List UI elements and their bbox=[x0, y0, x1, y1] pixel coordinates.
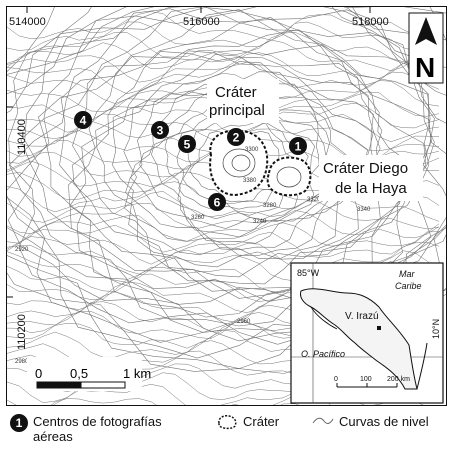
inset-scale-1: 100 bbox=[360, 376, 372, 383]
contour-label: 3280 bbox=[263, 203, 277, 209]
legend-photo-centers: 1 Centros de fotografías aéreas bbox=[10, 414, 162, 444]
contour-line bbox=[189, 130, 289, 203]
inset-scale-2: 200 km bbox=[387, 376, 410, 383]
contour-line bbox=[7, 52, 440, 83]
contour-line bbox=[7, 200, 440, 235]
grid-ticks bbox=[7, 7, 371, 298]
contour-line bbox=[280, 403, 300, 405]
photo-center-1: 1 bbox=[289, 137, 307, 155]
contour-line bbox=[7, 39, 440, 72]
contour-label: 3260 bbox=[191, 215, 205, 221]
north-label: N bbox=[415, 52, 435, 83]
contour-line bbox=[176, 111, 309, 216]
legend-photo-label-1: Centros de fotografías bbox=[33, 414, 162, 429]
contour-label: 2980 bbox=[15, 359, 29, 365]
svg-text:3: 3 bbox=[157, 124, 164, 138]
svg-text:de la Haya: de la Haya bbox=[335, 180, 407, 197]
contour-label: 2960 bbox=[237, 319, 251, 325]
contour-line bbox=[50, 390, 331, 405]
crater-principal-label: Cráter principal bbox=[207, 79, 279, 123]
svg-text:2: 2 bbox=[233, 131, 240, 145]
contour-label: 3300 bbox=[245, 147, 259, 153]
inset-pacific: O. Pacífico bbox=[301, 349, 345, 359]
contour-line bbox=[81, 50, 381, 278]
contour-label: 2920 bbox=[15, 247, 29, 253]
contour-labels: 3300 3380 3240 3280 3260 3320 3340 2980 … bbox=[15, 147, 371, 365]
legend-contours-label: Curvas de nivel bbox=[339, 414, 429, 429]
contour-line bbox=[7, 71, 440, 104]
scale-tick-2: 1 km bbox=[123, 366, 151, 381]
contour-line bbox=[7, 210, 440, 244]
legend-crater-label: Cráter bbox=[243, 414, 280, 429]
inset-sea-1: Mar bbox=[399, 269, 416, 279]
contour-line bbox=[7, 222, 440, 253]
contour-line bbox=[7, 231, 440, 265]
svg-text:Cráter: Cráter bbox=[215, 84, 257, 101]
legend-photo-label-2: aéreas bbox=[33, 429, 73, 444]
photo-center-3: 3 bbox=[151, 121, 169, 139]
contour-line bbox=[7, 242, 440, 275]
contour-line-icon bbox=[312, 417, 334, 424]
contour-line bbox=[7, 191, 440, 223]
costa-rica-outline bbox=[300, 288, 418, 390]
topographic-map: 514000 516000 518000 110400 110200 N 330… bbox=[7, 7, 446, 405]
crater-principal-outline bbox=[209, 129, 269, 197]
photo-center-5: 5 bbox=[178, 135, 196, 153]
contour-line bbox=[7, 60, 440, 95]
inset-volcano-label: V. Irazú bbox=[345, 311, 379, 322]
photo-center-6: 6 bbox=[208, 193, 226, 211]
legend-crater: Cráter bbox=[216, 414, 279, 430]
contour-line bbox=[7, 32, 440, 64]
photo-center-icon: 1 bbox=[10, 414, 28, 432]
inset-lat-label: 10°N bbox=[431, 319, 441, 339]
crater-diego-outline bbox=[266, 156, 312, 197]
svg-text:4: 4 bbox=[80, 114, 87, 128]
svg-text:principal: principal bbox=[209, 102, 265, 119]
contour-label: 3340 bbox=[357, 207, 371, 213]
contour-line bbox=[123, 71, 369, 256]
contour-line bbox=[72, 51, 400, 285]
contour-line bbox=[7, 21, 440, 51]
inset-lon-label: 85°W bbox=[297, 268, 320, 278]
north-arrow-icon: N bbox=[408, 12, 444, 84]
map-legend: 1 Centros de fotografías aéreas Cráter C… bbox=[6, 410, 447, 446]
contour-label: 3320 bbox=[307, 197, 321, 203]
photo-center-4: 4 bbox=[74, 111, 92, 129]
scale-tick-0: 0 bbox=[35, 366, 42, 381]
scale-bar: 0 0,5 1 km bbox=[27, 357, 151, 391]
inset-scale-0: 0 bbox=[334, 376, 338, 383]
photo-center-2: 2 bbox=[227, 128, 245, 146]
svg-text:6: 6 bbox=[214, 196, 221, 210]
coord-left-2: 110200 bbox=[16, 314, 28, 350]
contour-line bbox=[7, 11, 440, 43]
contour-line bbox=[95, 54, 375, 268]
scale-tick-1: 0,5 bbox=[70, 366, 88, 381]
crater-outline-icon bbox=[218, 415, 237, 430]
location-inset-map: 85°W 10°N Mar Caribe O. Pacífico V. Iraz… bbox=[290, 262, 444, 404]
svg-text:1: 1 bbox=[295, 140, 302, 154]
contour-label: 3380 bbox=[243, 178, 257, 184]
legend-contours: Curvas de nivel bbox=[312, 414, 429, 429]
crater-diego-label: Cráter Diego de la Haya bbox=[319, 155, 423, 201]
irazu-marker bbox=[377, 326, 381, 330]
contour-label: 3240 bbox=[253, 219, 267, 225]
svg-text:Cráter Diego: Cráter Diego bbox=[323, 160, 408, 177]
contour-line bbox=[125, 83, 359, 251]
inset-sea-2: Caribe bbox=[395, 281, 422, 291]
svg-text:5: 5 bbox=[184, 138, 191, 152]
contour-line bbox=[112, 61, 374, 259]
coord-top-2: 516000 bbox=[183, 16, 220, 28]
map-frame: 514000 516000 518000 110400 110200 N 330… bbox=[6, 6, 447, 406]
coord-left-1: 110400 bbox=[16, 119, 28, 155]
coord-top-1: 514000 bbox=[9, 16, 46, 28]
coord-top-3: 518000 bbox=[352, 16, 389, 28]
